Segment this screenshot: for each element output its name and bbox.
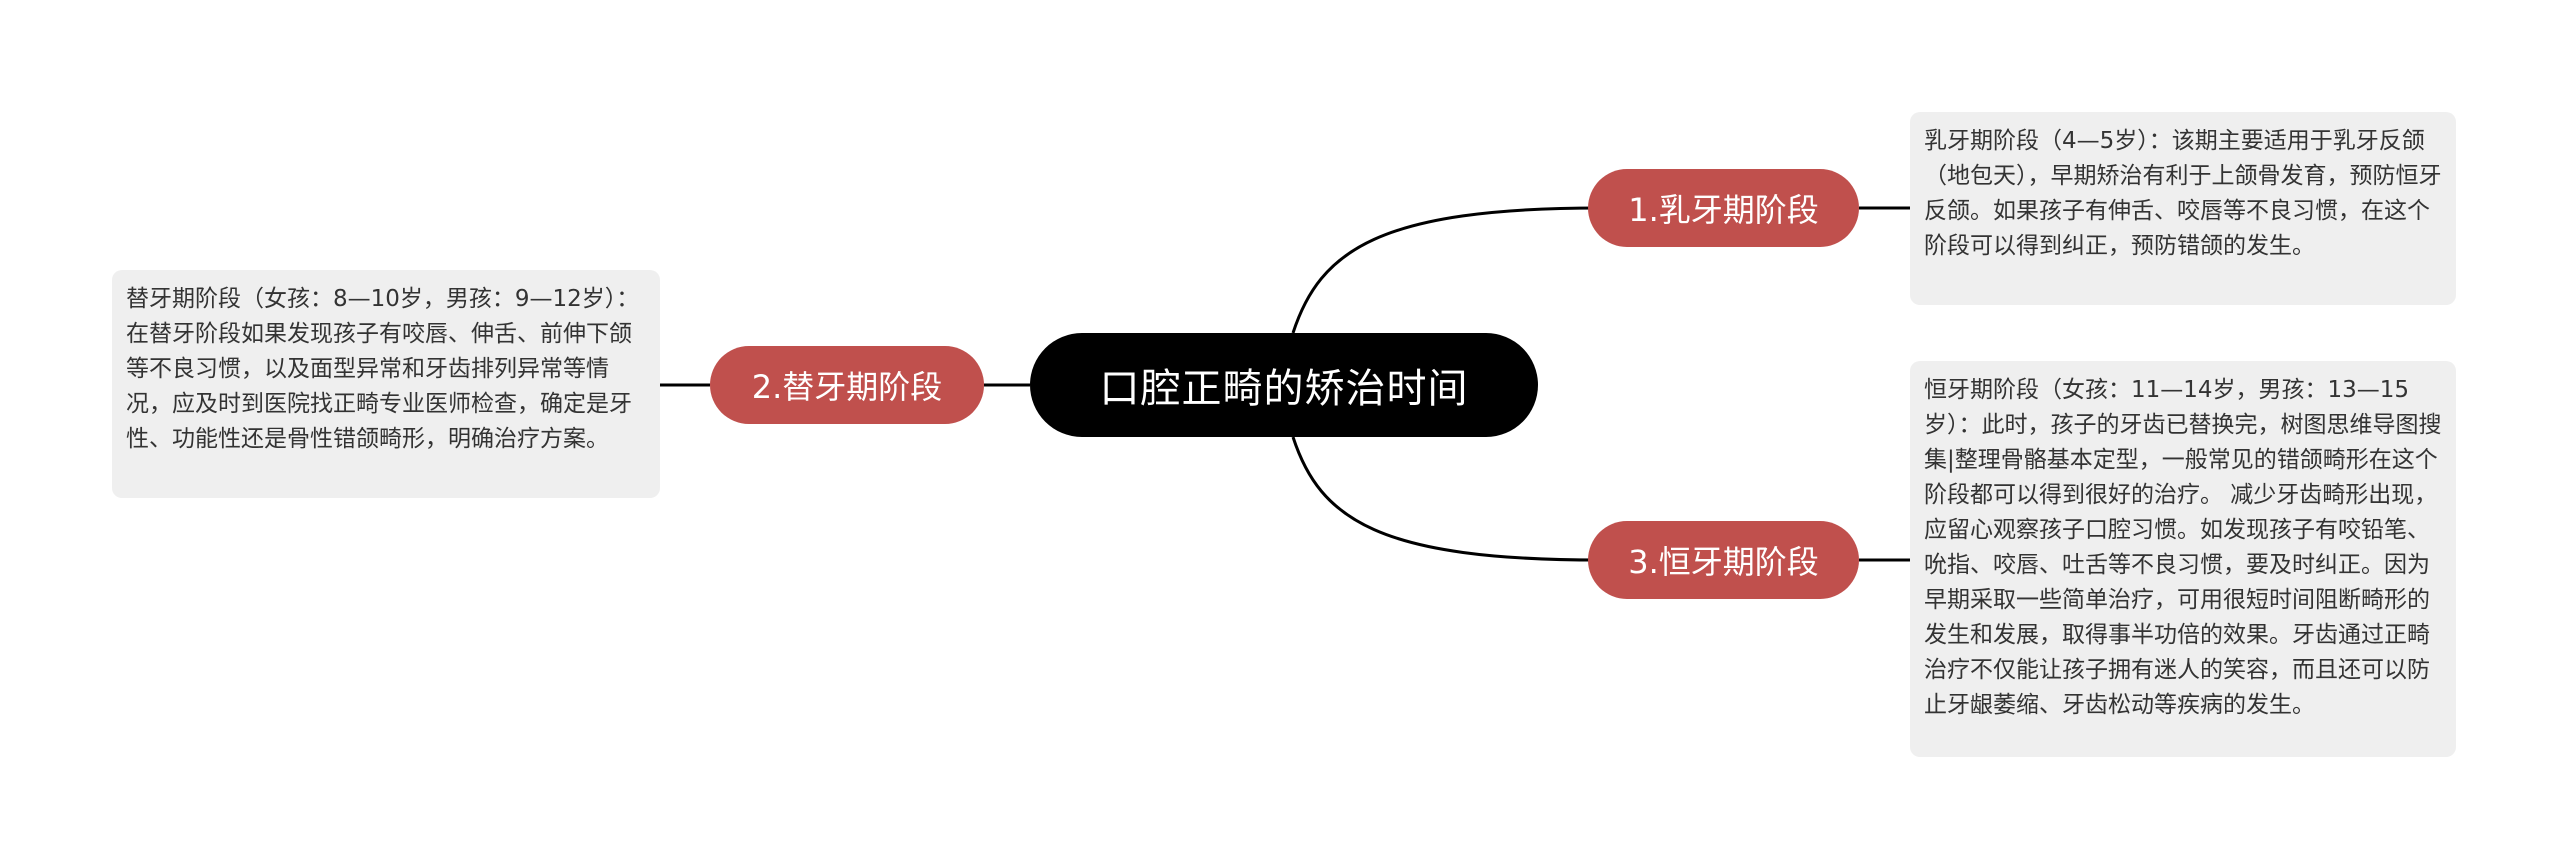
branch-node-label: 3.恒牙期阶段 bbox=[1628, 543, 1819, 581]
note-primary-teeth: 乳牙期阶段（4—5岁）：该期主要适用于乳牙反颌（地包天），早期矫治有利于上颌骨发… bbox=[1910, 112, 2456, 305]
branch-node-permanent-teeth[interactable]: 3.恒牙期阶段 bbox=[1588, 521, 1859, 599]
branch-node-mixed-dentition[interactable]: 2.替牙期阶段 bbox=[710, 346, 984, 424]
note-permanent-teeth: 恒牙期阶段（女孩：11—14岁，男孩：13—15岁）：此时，孩子的牙齿已替换完，… bbox=[1910, 361, 2456, 757]
branch-node-primary-teeth[interactable]: 1.乳牙期阶段 bbox=[1588, 169, 1859, 247]
branch-node-label: 2.替牙期阶段 bbox=[751, 368, 943, 406]
connector-root-branch-1 bbox=[1291, 206, 1601, 334]
branch-node-label: 1.乳牙期阶段 bbox=[1628, 191, 1819, 229]
note-mixed-dentition: 替牙期阶段（女孩：8—10岁，男孩：9—12岁）：在替牙阶段如果发现孩子有咬唇、… bbox=[112, 270, 660, 498]
root-node[interactable]: 口腔正畸的矫治时间 bbox=[1030, 333, 1538, 437]
connector-root-branch-3 bbox=[1291, 436, 1601, 562]
root-node-label: 口腔正畸的矫治时间 bbox=[1099, 366, 1469, 412]
